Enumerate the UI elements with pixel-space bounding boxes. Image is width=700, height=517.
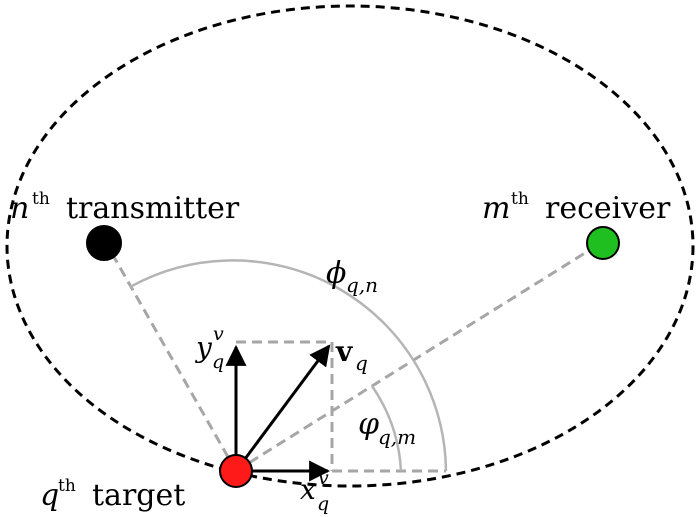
receiver-node bbox=[586, 226, 620, 260]
x-component-sub: q bbox=[317, 493, 329, 515]
phi-sub: q,n bbox=[346, 273, 378, 297]
velocity-sub: q bbox=[355, 351, 368, 375]
varphi-sub: q,m bbox=[378, 425, 416, 449]
y-component-label: y v q bbox=[194, 323, 224, 373]
target-to-transmitter-line bbox=[104, 242, 238, 472]
transmitter-sup: th bbox=[32, 189, 50, 209]
phi-symbol: ϕ bbox=[326, 256, 346, 291]
varphi-label: φ q,m bbox=[358, 407, 416, 449]
y-component-sub: q bbox=[212, 351, 224, 373]
x-component-sup: v bbox=[318, 467, 329, 489]
velocity-arrow bbox=[234, 344, 331, 472]
phi-angle-arc bbox=[129, 259, 448, 472]
target-index: q bbox=[40, 478, 59, 513]
receiver-sup: th bbox=[511, 189, 529, 209]
y-component-sup: v bbox=[213, 323, 224, 345]
target-node bbox=[219, 454, 253, 488]
receiver-index: m bbox=[482, 191, 510, 226]
target-sup: th bbox=[58, 476, 76, 496]
target-label: q th target bbox=[40, 476, 185, 513]
target-word: target bbox=[92, 478, 185, 513]
x-component-symbol: x bbox=[300, 473, 316, 506]
velocity-label: v q bbox=[335, 335, 368, 375]
x-component-label: x v q bbox=[300, 467, 329, 515]
y-component-symbol: y bbox=[194, 331, 213, 364]
velocity-symbol: v bbox=[335, 335, 353, 368]
target-to-receiver-line bbox=[235, 241, 602, 473]
transmitter-node bbox=[86, 225, 122, 261]
transmitter-word: transmitter bbox=[66, 191, 240, 226]
receiver-label: m th receiver bbox=[482, 189, 671, 226]
phi-label: ϕ q,n bbox=[326, 256, 378, 297]
varphi-symbol: φ bbox=[358, 407, 379, 442]
transmitter-label: n th transmitter bbox=[10, 189, 240, 226]
varphi-angle-arc bbox=[370, 385, 403, 472]
transmitter-index: n bbox=[10, 191, 29, 226]
receiver-word: receiver bbox=[545, 191, 671, 226]
iso-range-ellipse bbox=[5, 4, 695, 488]
